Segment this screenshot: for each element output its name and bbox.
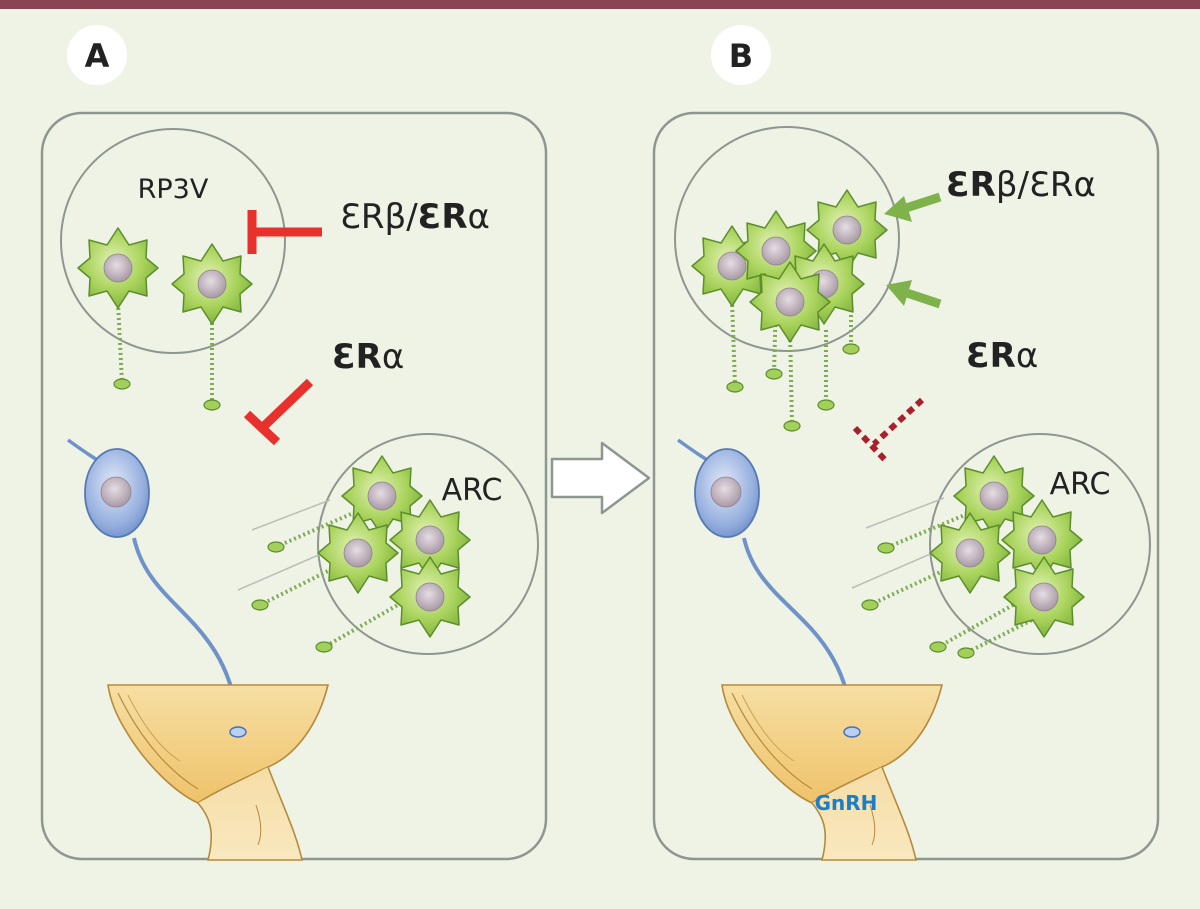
gnrh-label: GnRH: [815, 791, 878, 815]
rp3v-label: RP3V: [138, 174, 209, 205]
arc-neuron-cluster-b: [861, 455, 1085, 659]
pituitary-funnel-b: [721, 684, 943, 861]
arc-label-a: ARC: [442, 473, 503, 508]
arc-guide-line: [851, 547, 945, 589]
arc-guide-line: [237, 549, 331, 591]
panel-a-receptor-top: ƐRβ/ƐRα: [340, 197, 490, 237]
panel-b-receptor-mid: ƐRα: [966, 336, 1038, 376]
inhibition-dashed-icon: [852, 397, 925, 465]
rp3v-neuron: [77, 227, 159, 390]
arc-neuron-cluster: [251, 455, 471, 653]
panel-a-tag: A: [85, 37, 110, 75]
panel-b-tag-badge: [711, 25, 771, 85]
panel-a-tag-badge: [67, 25, 127, 85]
arc-guide-line: [865, 497, 945, 529]
pituitary-funnel: [107, 684, 329, 861]
rp3v-region: [60, 128, 286, 354]
gnrh-neuron-b: [676, 438, 854, 721]
inhibition-icon: [247, 210, 322, 254]
rp3v-region-b: [674, 126, 900, 352]
arc-guide-line: [251, 499, 331, 531]
arc-region: [317, 433, 539, 655]
arc-label-b: ARC: [1050, 467, 1111, 502]
panel-b: B: [652, 25, 1160, 861]
stimulation-arrow-icon: [884, 192, 942, 222]
panel-a-receptor-mid: ƐRα: [332, 337, 404, 377]
top-color-bar-stripe: [0, 0, 1200, 9]
panel-b-receptor-top: ƐRβ/ƐRα: [946, 165, 1096, 205]
inhibition-icon: [243, 378, 314, 446]
rp3v-neuron-cluster: [691, 189, 888, 432]
right-arrow-outline-icon: [550, 441, 651, 515]
stimulation-arrow-icon: [886, 280, 942, 309]
panel-b-tag: B: [729, 37, 753, 75]
arc-region-b: [929, 433, 1151, 655]
gnrh-neuron: [66, 438, 240, 721]
rp3v-neuron: [171, 243, 253, 411]
panel-a: A RP3V ƐRβ/ƐRα ƐRα: [40, 25, 548, 861]
